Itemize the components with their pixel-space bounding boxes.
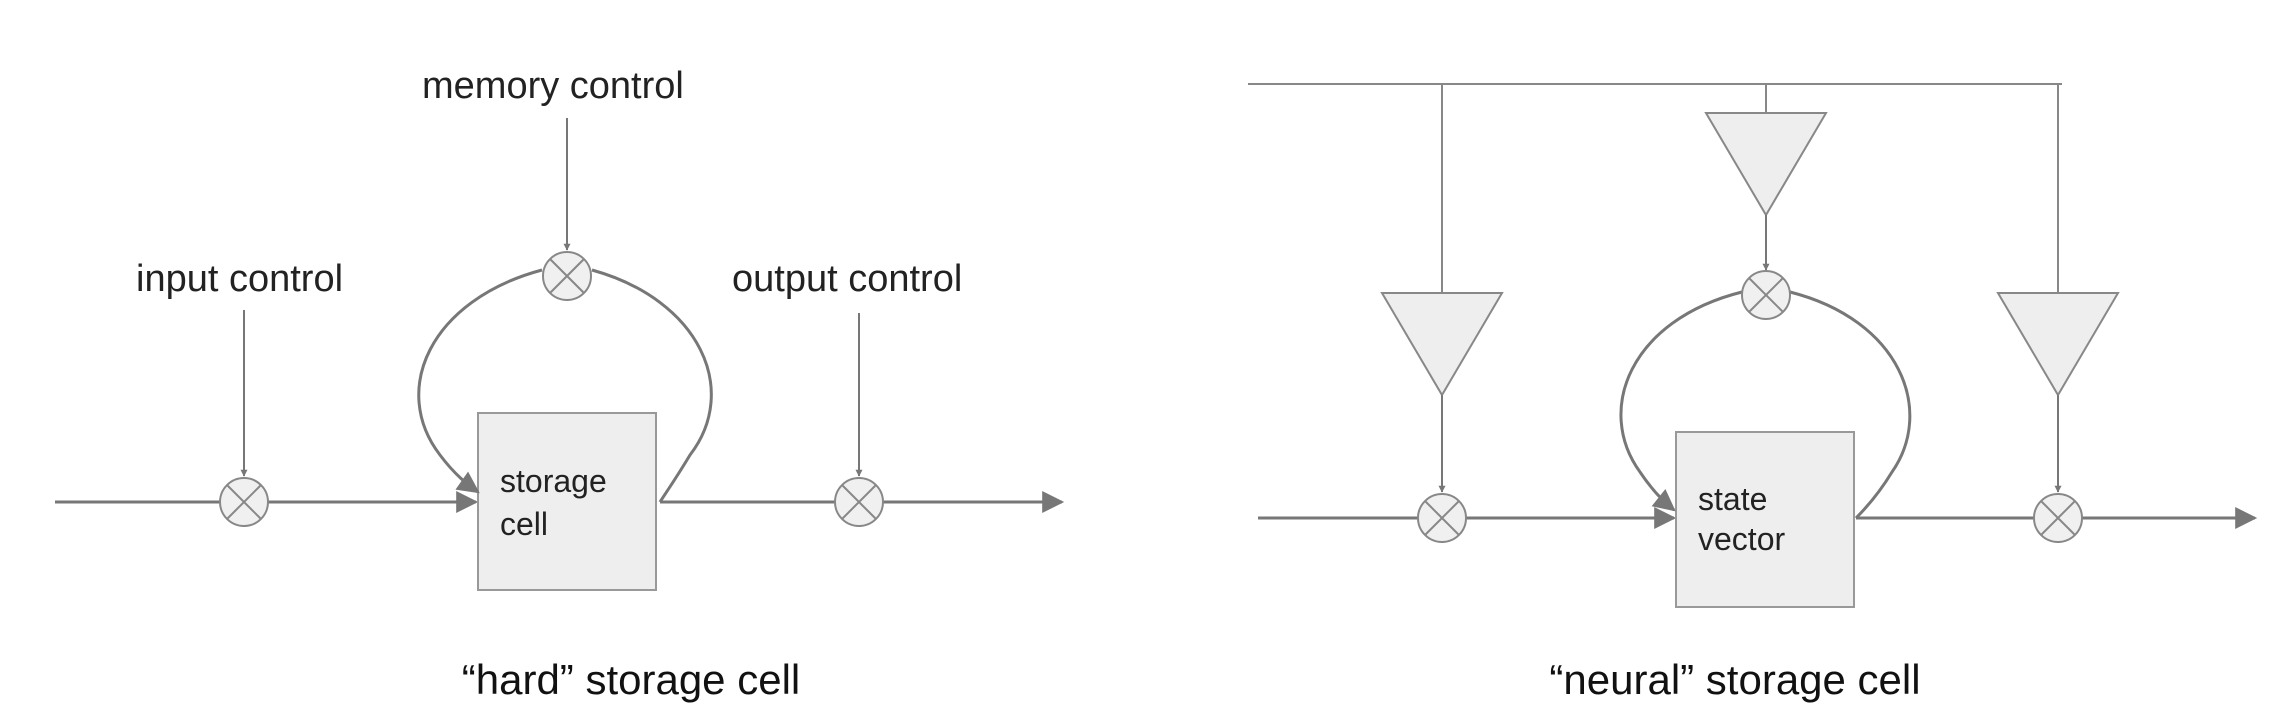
storage-cell-label-line2: cell	[500, 506, 548, 542]
feedback-loop-left-arc	[417, 268, 543, 494]
memory-control-label: memory control	[422, 65, 684, 107]
storage-cell-box	[477, 412, 657, 591]
input-control-label: input control	[136, 258, 343, 300]
output-gate-triangle	[1996, 292, 2120, 397]
neural-storage-cell-diagram: state vector “neural” storage cell	[1248, 83, 2258, 703]
hard-storage-cell-diagram: storage cell memory control input contro…	[55, 65, 1065, 703]
neural-storage-cell-caption: “neural” storage cell	[1549, 656, 1920, 703]
neural-feedback-loop-right-arc	[1789, 290, 1912, 520]
input-gate-triangle	[1380, 292, 1504, 397]
feedback-loop-right-arc	[591, 268, 713, 503]
neural-feedback-loop-left-arc	[1619, 290, 1743, 512]
output-control-gate	[834, 477, 884, 527]
memory-gate-triangle	[1704, 112, 1828, 217]
state-vector-label-line1: state	[1698, 481, 1767, 517]
storage-cell-label-line1: storage	[500, 463, 607, 499]
state-vector-box	[1675, 431, 1855, 608]
neural-input-gate	[1417, 493, 1467, 543]
input-control-gate	[219, 477, 269, 527]
neural-output-gate	[2033, 493, 2083, 543]
neural-memory-gate	[1741, 270, 1791, 320]
state-vector-label-line2: vector	[1698, 521, 1785, 557]
memory-control-gate	[542, 251, 592, 301]
output-control-label: output control	[732, 258, 962, 300]
hard-storage-cell-caption: “hard” storage cell	[462, 656, 800, 703]
